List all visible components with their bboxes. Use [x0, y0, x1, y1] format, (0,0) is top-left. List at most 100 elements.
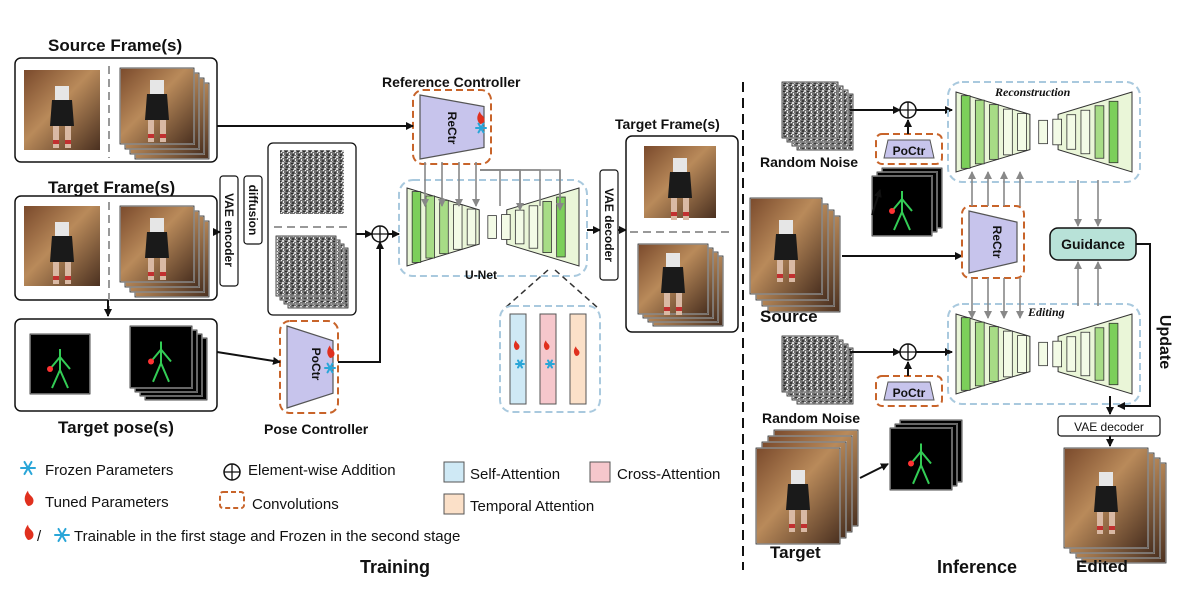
unet-label: U-Net [465, 268, 497, 282]
unet-editing-block [1094, 327, 1105, 381]
cross-attention-block [539, 313, 557, 405]
unet-reconstruction [955, 91, 1133, 173]
latent-stack [275, 235, 349, 309]
random-noise-bottom-label: Random Noise [762, 410, 861, 426]
unet-editing-block [1108, 322, 1119, 386]
unet-editing-block [1017, 335, 1027, 373]
pose-controller-title: Pose Controller [264, 421, 369, 437]
legend-addition-icon-cross [224, 464, 240, 480]
unet-reconstruction-block [1080, 109, 1091, 155]
output-frames-title: Target Frame(s) [615, 116, 720, 132]
edited-stack [1063, 447, 1167, 564]
source-stack [749, 197, 841, 313]
unet-editing-block [1066, 336, 1077, 372]
edited-label: Edited [1076, 557, 1128, 576]
legend-self-attention-label: Self-Attention [470, 466, 561, 483]
unet-reconstruction-block [1038, 119, 1048, 145]
temporal-attention-block [569, 313, 587, 405]
target-poses-stack-border [129, 325, 193, 389]
legend-trainable-snow [54, 527, 70, 543]
arrow-target-to-pose [859, 463, 889, 479]
pocr-bottom-label: PoCtr [893, 386, 926, 400]
latent-noise-single [280, 150, 344, 214]
unet-editing-block [1080, 331, 1091, 377]
unet-reconstruction-block [960, 95, 971, 169]
recr-train-label: ReCtr [445, 112, 459, 145]
unet-reconstruction-dashed [947, 81, 1141, 183]
latent-stack-layer [275, 235, 337, 297]
noise-top-stack-border [781, 81, 839, 139]
pose-bottom-stack-joint [908, 460, 914, 467]
unet-reconstruction-block [1003, 108, 1013, 156]
source-frames-title: Source Frame(s) [48, 36, 183, 55]
diffusion-label: diffusion [246, 184, 260, 236]
legend-temporal-attention-label: Temporal Attention [470, 498, 595, 515]
recr-train-snow [475, 122, 487, 134]
vae-decoder-label: VAE decoder [602, 188, 616, 262]
pose-top-stack-border [871, 175, 933, 237]
unet-editing [955, 313, 1133, 395]
inference-add-bottom-cross [900, 344, 916, 360]
attention-zoom-dashed [499, 305, 601, 413]
pose-bottom-stack-border [889, 427, 953, 491]
legend-addition-label: Element-wise Addition [248, 462, 396, 479]
vae-decoder-box [599, 169, 619, 281]
legend-trainable-flame [24, 524, 34, 540]
unet-train-block [514, 209, 525, 245]
legend-tuned-icon [24, 490, 34, 506]
pose-top-stack [871, 167, 943, 237]
unet-train-dashed [398, 179, 588, 277]
unet-train-block [487, 215, 497, 239]
unet-train [406, 187, 580, 267]
unet-train-block [466, 208, 477, 246]
legend-cross-attention-label: Cross-Attention [617, 466, 721, 483]
legend-frozen-label: Frozen Parameters [45, 462, 174, 479]
line-unet-recr-0 [480, 169, 501, 206]
pocr-train-dashed [279, 320, 339, 414]
noise-bottom-stack-border [781, 335, 839, 393]
self-attn-flame [513, 340, 520, 350]
unet-reconstruction-block [974, 99, 985, 165]
pocr-train-label: PoCtr [309, 348, 323, 381]
unet-editing-block [1052, 340, 1063, 368]
cross-attn-snow [545, 359, 555, 369]
guidance-label: Guidance [1061, 236, 1125, 252]
pocr-bottom-shape [883, 381, 935, 401]
noise-top-stack [781, 81, 854, 151]
training-caption: Training [360, 557, 431, 577]
vae-decoder-inf-label: VAE decoder [1074, 420, 1144, 434]
legend-convolutions-icon [219, 491, 245, 509]
recr-inf-shape [968, 210, 1018, 274]
legend-slash: / [37, 528, 42, 545]
unet-reconstruction-block [1052, 118, 1063, 146]
arrow-pocr-to-add [338, 241, 384, 363]
unet-train-block [556, 196, 566, 258]
target-frames-stack-border [119, 205, 195, 283]
target-pose-single-joint [47, 366, 53, 372]
random-noise-top-label: Random Noise [760, 154, 859, 170]
pose-top-stack-joint [889, 208, 895, 214]
self-attn-snow [515, 359, 525, 369]
temporal-attn-flame [573, 346, 580, 356]
legend-convolutions-label: Convolutions [252, 496, 339, 513]
cross-attn-flame [543, 340, 550, 350]
output-frames-stack [637, 243, 724, 327]
inference-caption: Inference [937, 557, 1018, 577]
legend-frozen-icon [20, 460, 36, 476]
target-frames-title: Target Frame(s) [48, 178, 176, 197]
noise-bottom-stack-layer [781, 335, 839, 393]
unet-reconstruction-block [1108, 100, 1119, 164]
pose-bottom-stack-skeleton [910, 443, 932, 485]
self-attention-block [509, 313, 527, 405]
target-pose-single-border [29, 333, 91, 395]
source-stack-border [749, 197, 823, 295]
target-poses-title: Target pose(s) [58, 418, 174, 437]
reference-controller-title: Reference Controller [382, 74, 521, 90]
latent-stack-border [275, 235, 337, 297]
arrow-update [1117, 243, 1151, 410]
unet-train-block [411, 191, 422, 263]
pose-top-stack-skeleton [891, 191, 913, 231]
target-poses-stack-joint [148, 358, 154, 365]
source-frames-stack [119, 67, 210, 160]
